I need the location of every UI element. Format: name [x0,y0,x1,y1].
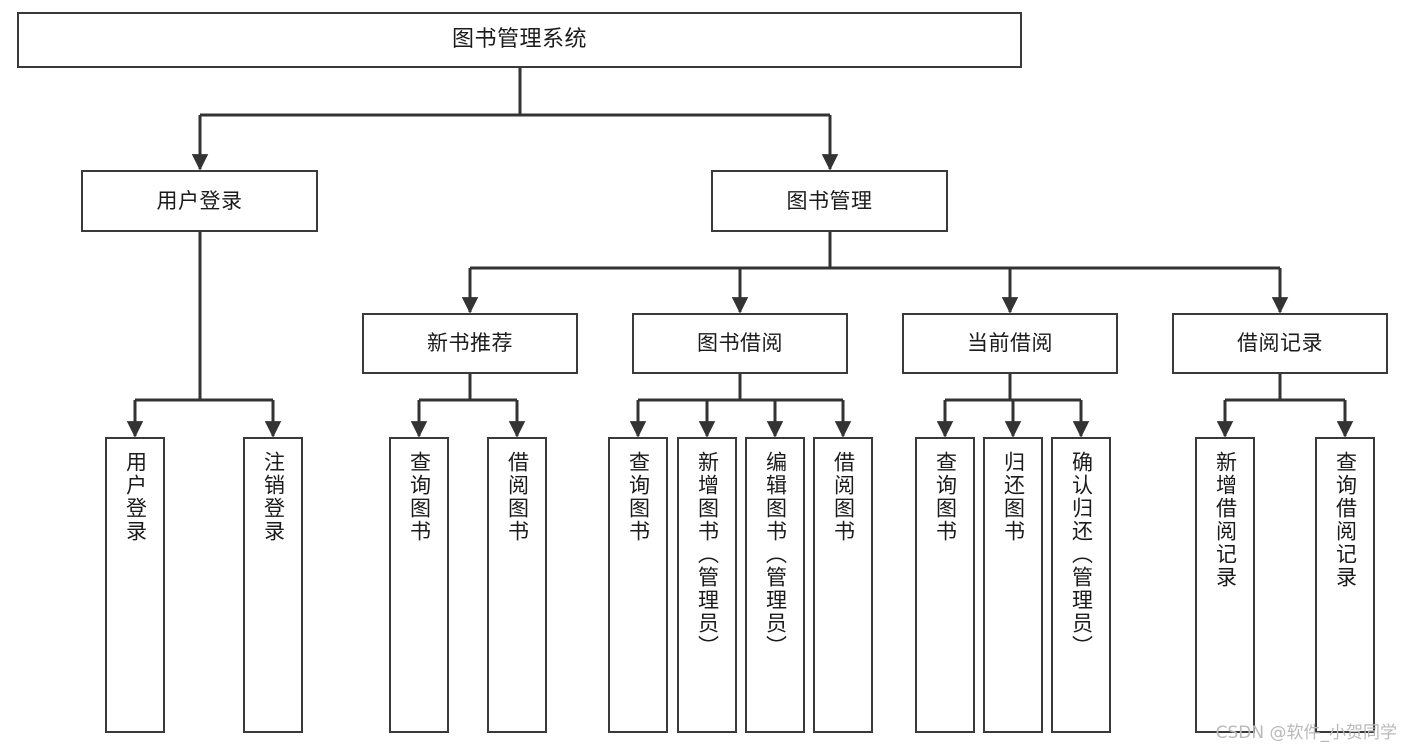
node-book-manage[interactable]: 图书管理 [711,170,948,232]
node-label: 图书管理系统 [451,27,587,53]
watermark-text: CSDN @软件_小贺同学 [1215,723,1397,743]
node-borrow-record[interactable]: 借阅记录 [1172,313,1388,374]
node-label: 查询图书 [626,451,651,543]
node-leaf-add-record[interactable]: 新增借阅记录 [1195,437,1255,733]
node-label: 借阅图书 [505,451,530,543]
node-current-borrow[interactable]: 当前借阅 [902,313,1118,374]
node-label: 新书推荐 [427,331,513,356]
node-leaf-confirm-return[interactable]: 确认归还（管理员） [1051,437,1111,733]
node-leaf-return-book[interactable]: 归还图书 [983,437,1043,733]
node-label: 用户登录 [156,188,243,213]
node-leaf-add-book[interactable]: 新增图书（管理员） [677,437,737,733]
node-leaf-borrow-book[interactable]: 借阅图书 [813,437,873,733]
node-leaf-query-record[interactable]: 查询借阅记录 [1315,437,1375,733]
node-root[interactable]: 图书管理系统 [17,12,1022,68]
node-label: 借阅记录 [1237,331,1323,356]
node-leaf-edit-book[interactable]: 编辑图书（管理员） [745,437,805,733]
node-label: 图书借阅 [697,331,783,356]
node-label: 查询借阅记录 [1333,451,1358,589]
node-user-login[interactable]: 用户登录 [81,170,318,232]
node-label: 新增图书（管理员） [695,451,720,658]
node-leaf-logout[interactable]: 注销登录 [243,437,303,733]
node-new-book-rec[interactable]: 新书推荐 [362,313,578,374]
node-leaf-borrow-book-rec[interactable]: 借阅图书 [487,437,547,733]
node-label: 查询图书 [933,451,958,543]
node-label: 归还图书 [1001,451,1026,543]
node-label: 新增借阅记录 [1213,451,1238,589]
node-label: 图书管理 [786,188,873,213]
node-label: 用户登录 [123,451,148,543]
node-book-borrow[interactable]: 图书借阅 [632,313,848,374]
node-label: 确认归还（管理员） [1069,451,1094,658]
node-label: 当前借阅 [967,331,1053,356]
node-label: 借阅图书 [831,451,856,543]
node-label: 查询图书 [407,451,432,543]
node-label: 注销登录 [261,451,286,543]
node-leaf-query-book-rec[interactable]: 查询图书 [389,437,449,733]
node-leaf-query-book-cur[interactable]: 查询图书 [915,437,975,733]
node-label: 编辑图书（管理员） [763,451,788,658]
node-leaf-query-book-borrow[interactable]: 查询图书 [608,437,668,733]
node-leaf-user-login[interactable]: 用户登录 [105,437,165,733]
